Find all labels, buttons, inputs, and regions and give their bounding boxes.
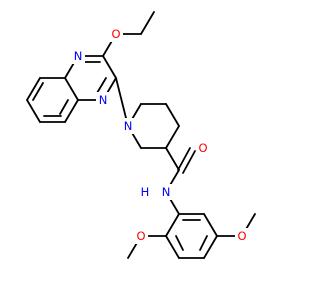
amide-h-label: H xyxy=(141,185,150,199)
bond xyxy=(175,235,184,251)
bond xyxy=(140,11,155,35)
bond xyxy=(96,77,107,94)
bond xyxy=(203,213,218,237)
bond xyxy=(32,82,44,101)
bond-layer xyxy=(26,11,256,259)
bond xyxy=(182,150,196,174)
bond xyxy=(165,147,180,171)
bond xyxy=(199,235,208,251)
structure-diagram: N N O N O N H O O xyxy=(26,11,256,259)
bond xyxy=(177,147,191,171)
bond xyxy=(64,99,79,123)
bond xyxy=(64,77,79,101)
bond xyxy=(59,99,69,115)
bond xyxy=(26,99,41,123)
bond xyxy=(165,235,180,259)
bond xyxy=(165,213,180,237)
quinoxaline-n-top-label: N xyxy=(74,49,83,63)
bond xyxy=(102,55,117,79)
ethoxy-o-label: O xyxy=(111,27,120,41)
para-methoxy-o-label: O xyxy=(237,229,246,243)
bond xyxy=(26,77,41,101)
atom-label-layer: N N O N O N H O O xyxy=(71,26,249,244)
bond xyxy=(203,235,218,259)
quinoxaline-n-bottom-label: N xyxy=(99,93,108,107)
ortho-methoxy-o-label: O xyxy=(136,229,145,243)
bond xyxy=(165,125,180,149)
piperidine-n-label: N xyxy=(124,119,133,133)
bond xyxy=(165,103,180,127)
amide-n-label: N xyxy=(162,185,171,199)
carbonyl-o-label: O xyxy=(198,141,207,155)
